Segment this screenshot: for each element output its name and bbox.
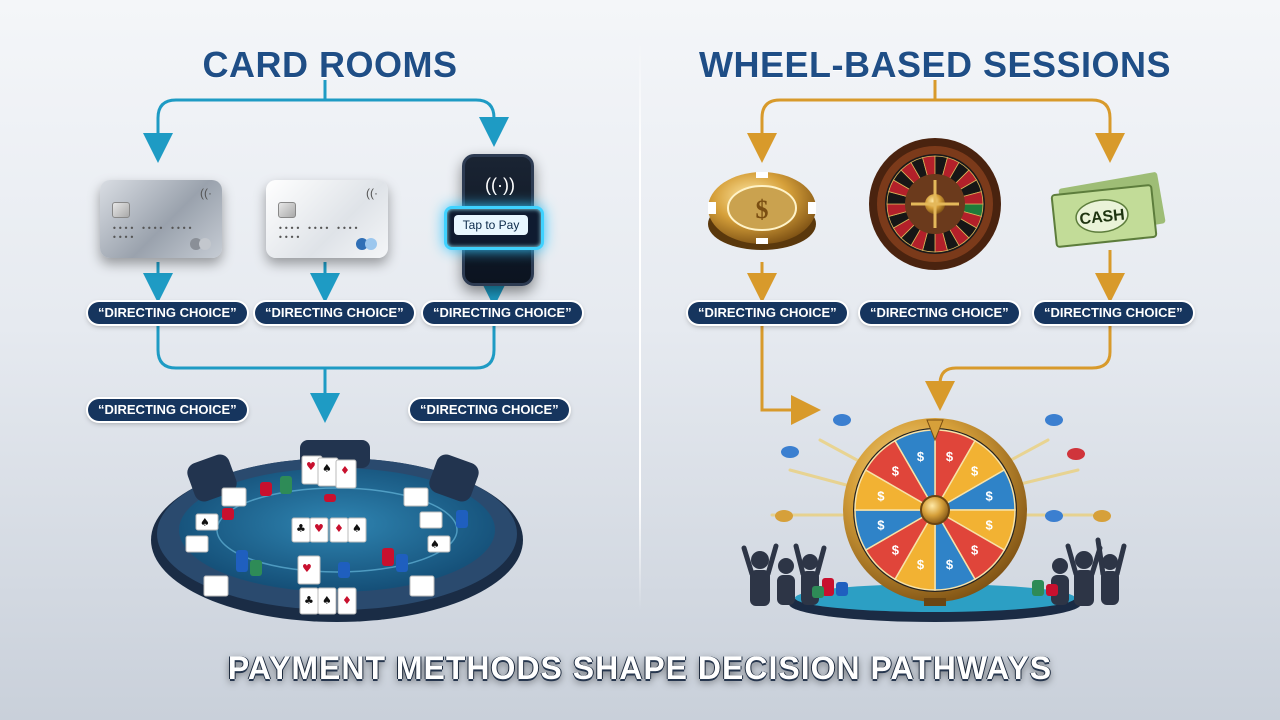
right-top-connector: [747, 80, 1125, 163]
section-divider: [639, 40, 641, 610]
prize-wheel-symbol: $: [917, 449, 925, 464]
prize-wheel-symbol: $: [971, 463, 979, 478]
nfc-signal-icon: ((·)): [485, 175, 515, 195]
prize-wheel-symbol: $: [946, 557, 954, 572]
directing-choice-label: “DIRECTING CHOICE”: [88, 302, 247, 324]
svg-text:♥: ♥: [314, 522, 324, 535]
prize-wheel-symbol: $: [877, 517, 885, 532]
svg-text:♠: ♠: [430, 538, 440, 551]
card-number: •••• •••• •••• ••••: [278, 224, 360, 242]
left-converge-connector: [156, 325, 496, 423]
contactless-icon: ((·: [366, 186, 378, 200]
directing-choice-label: “DIRECTING CHOICE”: [423, 302, 582, 324]
prize-wheel-symbol: $: [917, 557, 925, 572]
svg-text:♠: ♠: [200, 516, 210, 529]
directing-choice-label: “DIRECTING CHOICE”: [410, 399, 569, 421]
card-network-icon: [190, 238, 212, 250]
prize-wheel-symbol: $: [877, 489, 885, 504]
tap-to-pay-label: Tap to Pay: [454, 215, 528, 235]
svg-text:♦: ♦: [340, 464, 350, 477]
casino-chip-icon: [708, 172, 816, 250]
poker-table-icon: ♥ ♦ ♥ ♦ ♥ ♦ ♠ ♣ ♠ ♣ ♠ ♠ ♠: [151, 440, 523, 622]
right-converge-connector: [760, 325, 1112, 425]
diagram-caption: PAYMENT METHODS SHAPE DECISION PATHWAYS: [227, 650, 1053, 686]
card-rooms-title: CARD ROOMS: [202, 44, 458, 85]
svg-text:♠: ♠: [322, 594, 332, 607]
prize-wheel-symbol: $: [985, 517, 993, 532]
contactless-icon: ((·: [200, 186, 212, 200]
left-top-connector: [143, 80, 509, 163]
prize-wheel-icon: $ $ $ $ $ $ $ $ $ $ $ $: [741, 414, 1127, 622]
prize-wheel-symbol: $: [892, 463, 900, 478]
directing-choice-label: “DIRECTING CHOICE”: [88, 399, 247, 421]
chip-symbol: $: [756, 195, 769, 224]
wheel-sessions-title: WHEEL-BASED SESSIONS: [698, 44, 1172, 85]
cash-label: CASH: [1079, 207, 1126, 229]
card-number: •••• •••• •••• ••••: [112, 224, 194, 242]
prize-wheel-symbol: $: [946, 449, 954, 464]
left-method-arrows: [143, 262, 509, 307]
svg-text:♣: ♣: [296, 522, 306, 535]
svg-text:♠: ♠: [322, 462, 332, 475]
directing-choice-label: “DIRECTING CHOICE”: [255, 302, 414, 324]
directing-choice-label: “DIRECTING CHOICE”: [688, 302, 847, 324]
cash-bill-icon: [1050, 172, 1166, 248]
card-network-icon: [356, 238, 378, 250]
roulette-wheel-icon: [869, 138, 1001, 270]
directing-choice-label: “DIRECTING CHOICE”: [860, 302, 1019, 324]
svg-text:♥: ♥: [302, 562, 312, 575]
svg-text:♥: ♥: [306, 460, 316, 473]
directing-choice-label: “DIRECTING CHOICE”: [1034, 302, 1193, 324]
prize-wheel-symbol: $: [985, 489, 993, 504]
credit-card-icon: •••• •••• •••• •••• ((·: [100, 180, 222, 258]
credit-card-icon: •••• •••• •••• •••• ((·: [266, 180, 388, 258]
card-chip: [278, 202, 296, 218]
svg-text:♣: ♣: [304, 594, 314, 607]
right-method-arrows: [747, 250, 1125, 303]
svg-text:♦: ♦: [334, 522, 344, 535]
prize-wheel-symbol: $: [892, 543, 900, 558]
svg-text:♠: ♠: [352, 522, 362, 535]
prize-wheel-symbol: $: [971, 543, 979, 558]
card-chip: [112, 202, 130, 218]
svg-text:♦: ♦: [342, 594, 352, 607]
